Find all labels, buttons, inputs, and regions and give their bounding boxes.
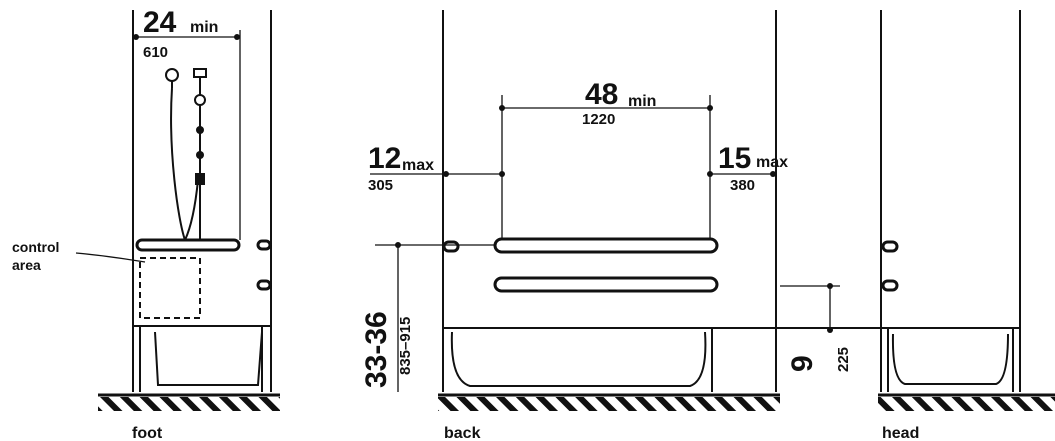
back-dim-dot-d	[499, 171, 505, 177]
back-dim-dot-b	[707, 105, 713, 111]
hand-shower-icon	[165, 68, 207, 243]
back-control-knob-icon	[442, 240, 460, 253]
back-bar-width-metric: 1220	[582, 111, 615, 128]
back-caption: back	[444, 425, 481, 441]
control-area-box	[139, 257, 201, 319]
head-control-knobs-icon	[881, 240, 899, 292]
back-dim-dot-a	[499, 105, 505, 111]
foot-width-metric: 610	[143, 44, 168, 61]
control-area-label-line2: area	[12, 257, 41, 273]
foot-width-value: 24	[143, 6, 177, 39]
head-floor-hatch	[878, 397, 1055, 411]
foot-control-knobs-icon	[256, 239, 272, 291]
foot-grab-bar	[135, 238, 241, 252]
back-height-value: 33-36	[360, 311, 393, 388]
back-rim-value: 9	[786, 355, 819, 372]
back-lower-grab-bar	[493, 276, 719, 293]
back-right-offset-unit: max	[756, 154, 788, 171]
back-rim-metric: 225	[835, 347, 852, 372]
back-left-offset-unit: max	[402, 157, 434, 174]
back-view: 48 min 1220 12 max 305 15 max 380 33-36 …	[360, 10, 880, 441]
foot-dim-dot-right	[234, 34, 240, 40]
back-dim-dot-c	[443, 171, 449, 177]
foot-width-unit: min	[190, 19, 218, 36]
back-tub-basin	[450, 331, 707, 387]
control-area-leader	[75, 252, 146, 263]
control-area-label-line1: control	[12, 239, 59, 255]
head-caption: head	[882, 425, 919, 441]
back-dim-dot-e	[707, 171, 713, 177]
back-right-offset-metric: 380	[730, 177, 755, 194]
foot-view: 24 min 610 control area	[12, 6, 280, 441]
head-tub-front	[887, 328, 1014, 392]
back-floor-hatch	[438, 397, 780, 411]
foot-caption: foot	[132, 425, 163, 441]
back-bar-width-unit: min	[628, 93, 656, 110]
back-bar-width-value: 48	[585, 78, 618, 111]
back-height-metric: 835–915	[397, 317, 414, 375]
back-dim-dot-g	[395, 242, 401, 248]
foot-tub-basin	[154, 331, 263, 386]
head-tub-basin	[891, 333, 1009, 385]
back-right-offset-value: 15	[718, 142, 751, 175]
back-upper-grab-bar	[493, 237, 719, 254]
foot-dim-dot-left	[133, 34, 139, 40]
head-view: head	[878, 10, 1055, 441]
back-left-offset-metric: 305	[368, 177, 393, 194]
back-left-offset-value: 12	[368, 142, 401, 175]
back-dim-dot-h	[827, 283, 833, 289]
foot-floor-hatch	[98, 397, 280, 411]
back-dim-dot-f	[770, 171, 776, 177]
